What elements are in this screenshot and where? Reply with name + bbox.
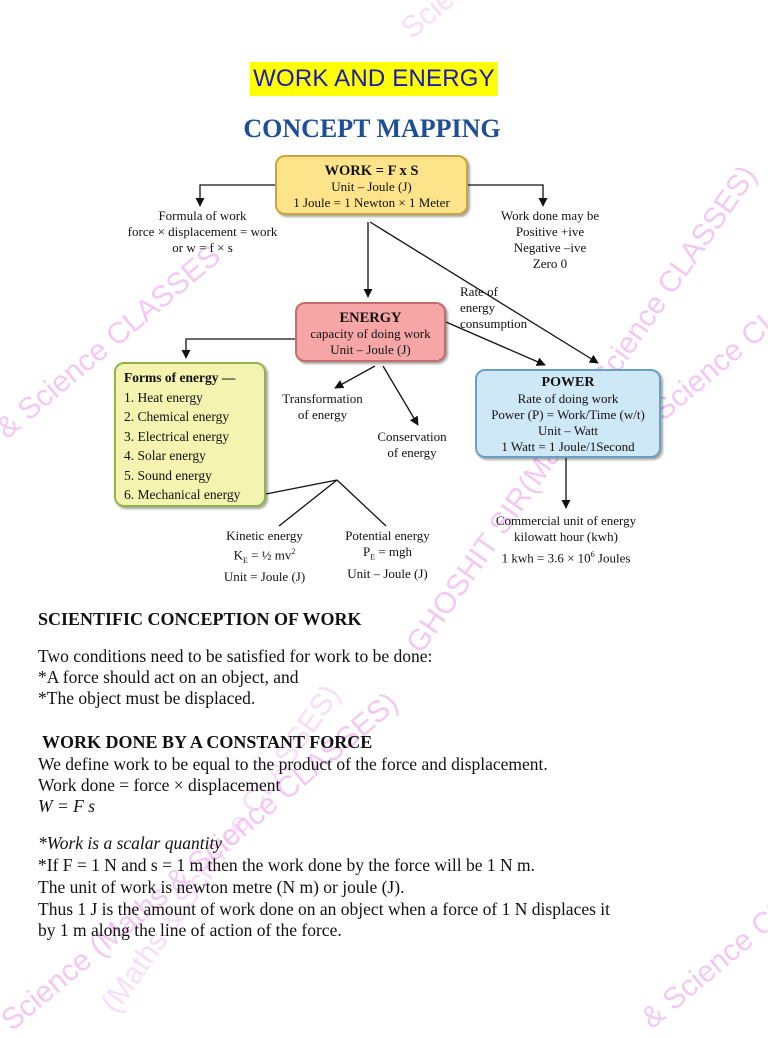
work-equation: W = F s (38, 796, 96, 816)
kinetic-unit: Unit = Joule (J) (223, 568, 306, 584)
section-heading-scientific-conception: SCIENTIFIC CONCEPTION OF WORK (38, 609, 362, 629)
transformation-line-2: of energy (297, 407, 348, 422)
commercial-unit-label: Commercial unit of energy kilowatt hour … (478, 513, 654, 566)
kinetic-title: Kinetic energy (226, 528, 303, 543)
line-mechanical-potential (336, 479, 387, 527)
energy-box: ENERGY capacity of doing work Unit – Jou… (295, 302, 446, 362)
arrow-work-formula (195, 184, 275, 207)
transformation-label: Transformation of energy (270, 391, 375, 423)
energy-box-unit: Unit – Joule (J) (330, 342, 411, 357)
paragraph-line: *If F = 1 N and s = 1 m then the work do… (38, 855, 536, 875)
formula-line-3: or w = f × s (172, 240, 233, 255)
power-box-watt-def: 1 Watt = 1 Joule/1Second (501, 439, 635, 454)
conservation-label: Conservation of energy (362, 429, 462, 461)
commercial-line-2: kilowatt hour (kwh) (514, 529, 618, 544)
power-box-formula: Power (P) = Work/Time (w/t) (491, 407, 645, 422)
section-heading-constant-force: WORK DONE BY A CONSTANT FORCE (42, 732, 373, 752)
arrow-energy-transformation (334, 365, 376, 389)
rate-line-3: consumption (460, 316, 528, 331)
energy-box-title: ENERGY (339, 310, 402, 326)
potential-title: Potential energy (345, 528, 430, 543)
power-box-unit: Unit – Watt (537, 423, 599, 438)
transformation-line-1: Transformation (282, 391, 363, 406)
potential-formula: PE = mgh (362, 544, 413, 562)
conservation-line-2: of energy (387, 445, 437, 460)
forms-item: 2. Chemical energy (124, 409, 230, 424)
work-sign-line-1: Work done may be (500, 208, 600, 223)
work-box: WORK = F x S Unit – Joule (J) 1 Joule = … (275, 155, 468, 215)
potential-unit: Unit – Joule (J) (347, 565, 428, 581)
title-highlight (250, 62, 498, 96)
work-box-unit: Unit – Joule (J) (331, 179, 412, 194)
arrow-work-sign (468, 184, 548, 207)
forms-item: 5. Sound energy (124, 467, 212, 483)
rate-of-energy-label: Rate of energy consumption (460, 284, 527, 332)
energy-box-definition: capacity of doing work (310, 326, 431, 341)
work-sign-line-4: Zero 0 (532, 256, 568, 271)
forms-item: 6. Mechanical energy (124, 487, 241, 502)
arrow-work-power (369, 221, 599, 364)
paragraph-line: Work done = force × displacement (38, 775, 281, 795)
paragraph-line: We define work to be equal to the produc… (38, 754, 548, 774)
power-box: POWER Rate of doing work Power (P) = Wor… (475, 369, 661, 458)
formula-of-work-label: Formula of work force × displacement = w… (110, 208, 295, 256)
kinetic-formula: KE = ½ mv2 (233, 547, 296, 565)
paragraph-line: *Work is a scalar quantity (38, 833, 223, 853)
arrow-energy-conservation (382, 365, 419, 426)
page-title: WORK AND ENERGY (253, 65, 495, 92)
paragraph-line: *The object must be displaced. (38, 688, 256, 708)
kinetic-energy-label: Kinetic energy KE = ½ mv2 Unit = Joule (… (212, 528, 317, 585)
concept-mapping-heading: CONCEPT MAPPING (243, 114, 501, 143)
paragraph-line: *A force should act on an object, and (38, 667, 299, 687)
forms-item: 3. Electrical energy (124, 428, 230, 444)
forms-of-energy-box: Forms of energy — 1. Heat energy 2. Chem… (114, 362, 266, 507)
line-mechanical-split (265, 479, 338, 527)
paragraph-line: by 1 m along the line of action of the f… (38, 920, 342, 940)
conservation-line-1: Conservation (377, 429, 447, 444)
work-sign-line-2: Positive +ive (515, 224, 585, 239)
work-box-title: WORK = F x S (324, 163, 419, 179)
commercial-line-1: Commercial unit of energy (495, 513, 637, 528)
connector-lines (181, 184, 599, 527)
rate-line-2: energy (460, 300, 496, 315)
formula-line-2: force × displacement = work (127, 224, 278, 239)
power-box-definition: Rate of doing work (517, 391, 619, 406)
arrow-energy-forms (181, 338, 295, 359)
work-sign-line-3: Negative –ive (513, 240, 587, 255)
work-sign-label: Work done may be Positive +ive Negative … (480, 208, 620, 272)
commercial-line-3: 1 kwh = 3.6 × 106 Joules (501, 550, 631, 566)
paragraph-line: The unit of work is newton metre (N m) o… (38, 877, 405, 897)
potential-energy-label: Potential energy PE = mgh Unit – Joule (… (335, 528, 440, 582)
paragraph-line: Two conditions need to be satisfied for … (38, 646, 433, 666)
power-box-title: POWER (541, 375, 595, 390)
rate-line-1: Rate of (460, 284, 498, 299)
work-box-joule-def: 1 Joule = 1 Newton × 1 Meter (293, 195, 450, 210)
arrow-energy-power (445, 321, 546, 366)
forms-box-title: Forms of energy — (124, 370, 236, 385)
paragraph-line: Thus 1 J is the amount of work done on a… (38, 899, 611, 919)
watermark: & Science CL (635, 893, 768, 1036)
forms-item: 1. Heat energy (124, 389, 203, 405)
formula-line-1: Formula of work (158, 208, 247, 223)
forms-item: 4. Solar energy (124, 448, 206, 463)
